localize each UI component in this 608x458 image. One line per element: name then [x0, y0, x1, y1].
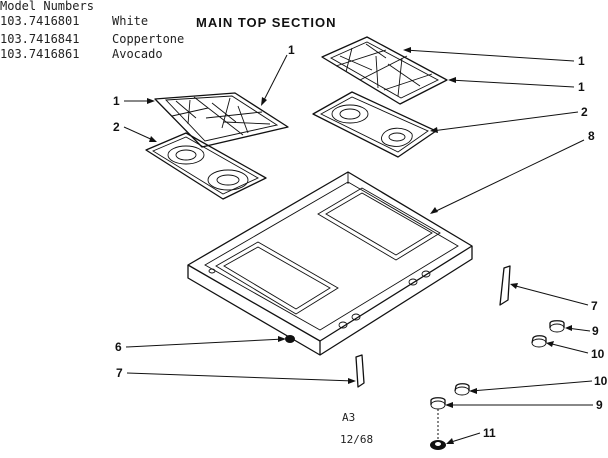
- callout-9-upper: 9: [592, 324, 599, 338]
- bracket-left: [355, 354, 365, 388]
- nut-9-lower: [430, 397, 446, 410]
- callout-1-right-grate: 1: [578, 80, 585, 94]
- callout-1-left-grate-top: 1: [288, 43, 295, 57]
- bracket-right: [499, 265, 511, 306]
- nut-10-upper: [531, 335, 547, 348]
- nut-10-lower: [454, 383, 470, 396]
- callout-7-right: 7: [591, 299, 598, 313]
- callout-7-left: 7: [116, 366, 123, 380]
- callout-11: 11: [483, 426, 496, 440]
- washer-11: [430, 440, 446, 450]
- right-burner-bowl: [312, 91, 437, 158]
- main-top-frame: [187, 171, 473, 356]
- model-finish-3: Avocado: [112, 47, 163, 61]
- model-number-1: 103.7416801: [0, 14, 79, 28]
- model-number-2: 103.7416841: [0, 32, 79, 46]
- hardware-parts: [285, 265, 565, 450]
- model-number-3: 103.7416861: [0, 47, 79, 61]
- callout-labels: 1 1 1 1 2 2 8 6 7 7 9 10 10 9 11: [113, 43, 608, 440]
- callout-9-lower: 9: [596, 398, 603, 412]
- left-burner-grates: [154, 92, 289, 148]
- callout-2-left-bowl: 2: [113, 120, 120, 134]
- model-finish-2: Coppertone: [112, 32, 184, 46]
- callout-10-lower: 10: [594, 374, 608, 388]
- footer-date: 12/68: [340, 433, 373, 446]
- section-title: MAIN TOP SECTION: [196, 15, 336, 30]
- footer-code: A3: [342, 411, 355, 424]
- callout-1-left-grate: 1: [113, 94, 120, 108]
- left-burner-bowl: [145, 132, 267, 200]
- nut-9-upper: [549, 320, 565, 333]
- model-numbers-header: Model Numbers: [0, 0, 94, 13]
- callout-6: 6: [115, 340, 122, 354]
- leader-lines: [123, 47, 593, 444]
- right-burner-grates: [321, 36, 448, 105]
- callout-10-upper: 10: [591, 347, 605, 361]
- model-numbers-block: Model Numbers 103.7416801 White 103.7416…: [0, 0, 184, 61]
- callout-1-right-grate-top: 1: [578, 54, 585, 68]
- part-6-disc: [285, 335, 295, 343]
- model-finish-1: White: [112, 14, 148, 28]
- callout-2-right-bowl: 2: [581, 105, 588, 119]
- callout-8-main-top: 8: [588, 129, 595, 143]
